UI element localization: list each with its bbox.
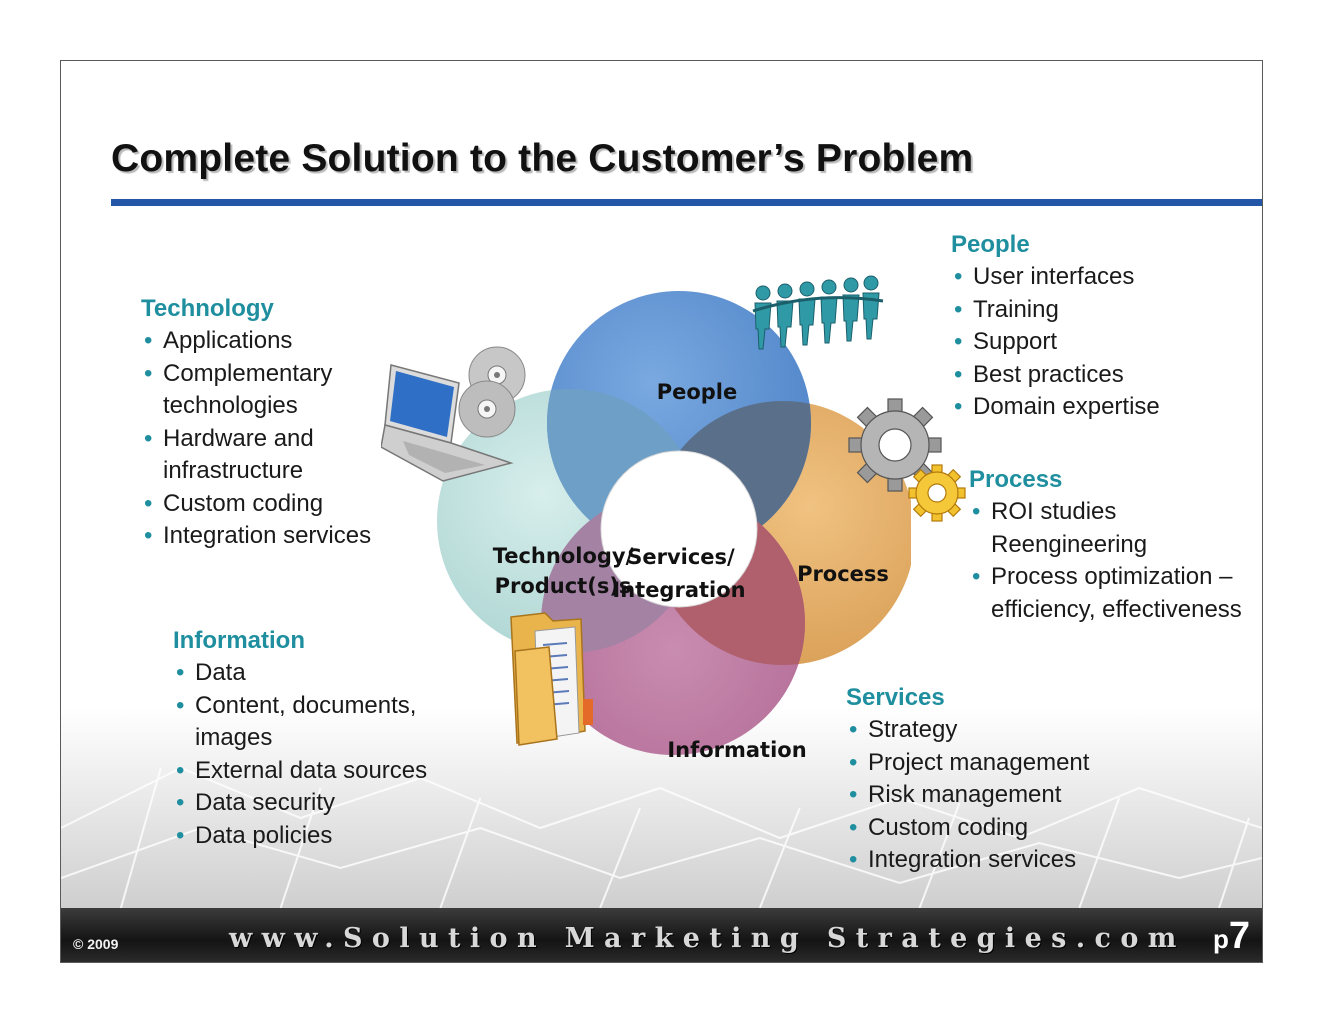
copyright-text: © 2009 (73, 936, 119, 952)
people-item: Support (951, 326, 1251, 359)
page-number-value: 7 (1228, 915, 1250, 957)
services-item: Risk management (846, 779, 1166, 812)
technology-item: Complementary technologies (141, 358, 431, 423)
process-item: ROI studies Reengineering (969, 496, 1262, 561)
information-item: Content, documents, images (173, 690, 473, 755)
people-chain-icon (752, 275, 884, 350)
gears-icon (848, 398, 966, 522)
people-section: People User interfaces Training Support … (951, 229, 1251, 424)
services-section: Services Strategy Project management Ris… (846, 682, 1166, 877)
services-item: Custom coding (846, 812, 1166, 845)
people-heading: People (951, 231, 1030, 258)
center-circle (600, 450, 758, 608)
technology-item: Applications (141, 325, 431, 358)
solution-venn-diagram: People Process Information Technology/ P… (437, 291, 911, 761)
technology-section: Technology Applications Complementary te… (141, 293, 431, 553)
slide: Complete Solution to the Customer’s Prob… (60, 60, 1263, 963)
footer-bar: © 2009 www.Solution Marketing Strategies… (61, 908, 1262, 962)
process-heading: Process (969, 466, 1063, 493)
technology-item: Custom coding (141, 488, 431, 521)
services-item: Strategy (846, 714, 1166, 747)
information-heading: Information (173, 627, 305, 654)
information-section: Information Data Content, documents, ima… (173, 625, 473, 852)
laptop-cds-icon (381, 346, 526, 482)
page-prefix: p (1212, 924, 1229, 954)
information-item: Data (173, 657, 473, 690)
technology-label-line2: Product(s)s (495, 574, 632, 598)
process-item: Process optimization – efficiency, effec… (969, 561, 1262, 626)
process-section: Process ROI studies Reengineering Proces… (969, 464, 1262, 626)
information-item: External data sources (173, 755, 473, 788)
people-item: Domain expertise (951, 391, 1251, 424)
center-label-line2: Integration (612, 578, 745, 602)
folder-icon (510, 612, 593, 746)
page-number: p7 (1213, 915, 1250, 958)
technology-item: Integration services (141, 520, 431, 553)
process-label: Process (797, 562, 889, 586)
people-item: Training (951, 294, 1251, 327)
center-label-line1: Services/ (627, 545, 735, 569)
technology-heading: Technology (141, 295, 274, 322)
title-underline (111, 199, 1262, 206)
technology-item: Hardware and infrastructure (141, 423, 431, 488)
information-item: Data policies (173, 820, 473, 853)
services-item: Project management (846, 747, 1166, 780)
website-url: www.Solution Marketing Strategies.com (229, 923, 1186, 954)
technology-label-line1: Technology/ (493, 544, 634, 568)
people-label: People (657, 380, 738, 404)
information-item: Data security (173, 787, 473, 820)
slide-title: Complete Solution to the Customer’s Prob… (111, 137, 974, 180)
people-item: User interfaces (951, 261, 1251, 294)
services-heading: Services (846, 684, 945, 711)
services-item: Integration services (846, 844, 1166, 877)
people-item: Best practices (951, 359, 1251, 392)
information-label: Information (667, 738, 806, 761)
